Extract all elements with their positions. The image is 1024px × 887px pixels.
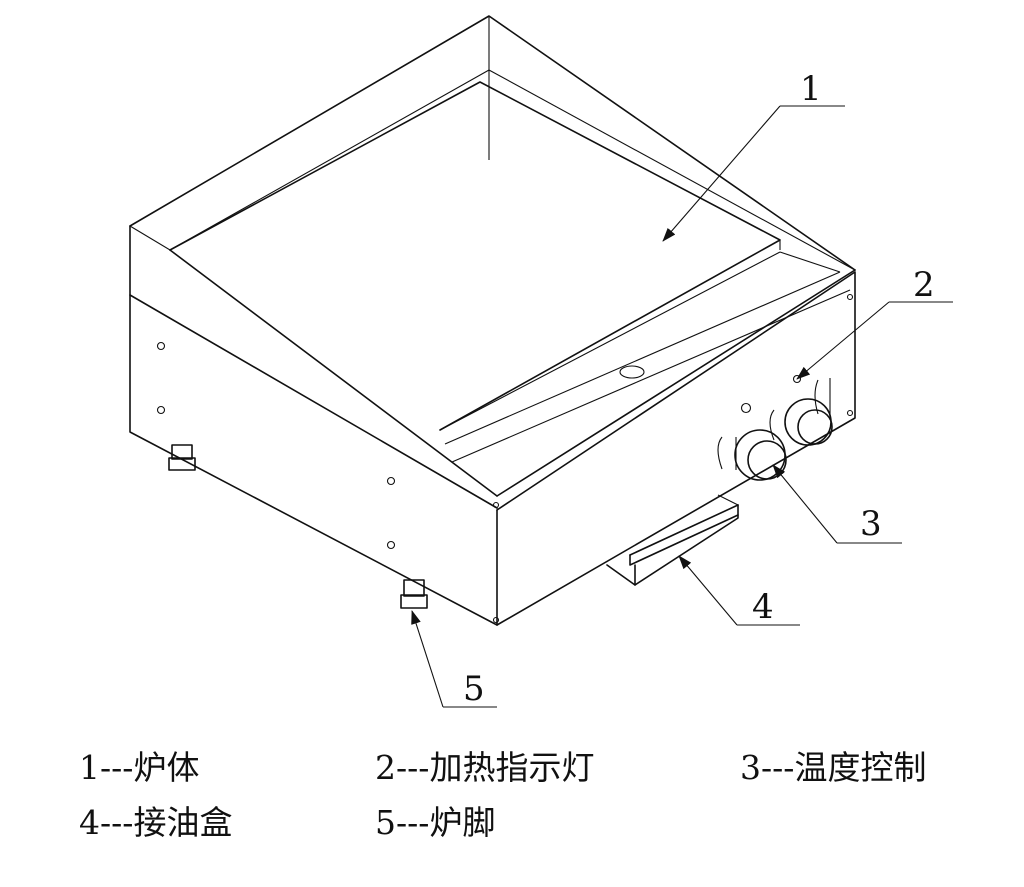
callout-leader-1	[662, 105, 845, 242]
callout-leader-2	[796, 301, 953, 380]
callout-leader-4	[678, 555, 800, 626]
callout-label-4: 4	[752, 587, 774, 627]
callout-leader-5	[411, 610, 497, 708]
temperature-control-knobs	[717, 378, 833, 481]
callout-label-2: 2	[913, 265, 935, 305]
callout-label-5: 5	[463, 669, 485, 709]
grease-drawer	[606, 494, 739, 586]
callout-label-1: 1	[800, 69, 822, 109]
callout-leader-3	[772, 464, 902, 544]
griddle-legs	[168, 444, 428, 609]
griddle-body	[129, 15, 856, 626]
callout-label-3: 3	[860, 504, 882, 544]
